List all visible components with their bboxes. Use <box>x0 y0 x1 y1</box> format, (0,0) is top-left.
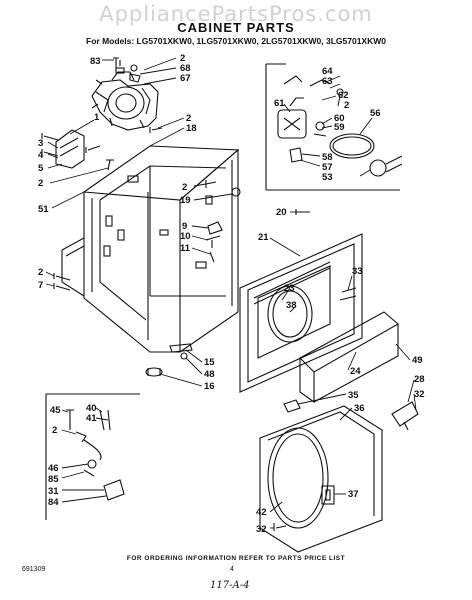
callout-labels: 83 2 68 67 2 18 1 3 4 5 2 51 2 19 64 63 … <box>38 53 425 535</box>
callout-15: 15 <box>204 357 215 368</box>
callout-83: 83 <box>90 56 101 67</box>
callout-23: 23 <box>284 283 295 294</box>
callout-84: 84 <box>48 497 59 508</box>
callout-19: 19 <box>180 195 191 206</box>
callout-61: 61 <box>274 98 285 109</box>
diagram-title: CABINET PARTS <box>177 20 295 35</box>
page-number: 4 <box>230 566 234 573</box>
callout-4: 4 <box>38 150 44 161</box>
callout-1: 1 <box>94 112 100 123</box>
callout-9: 9 <box>182 221 187 232</box>
callout-35: 35 <box>348 390 359 401</box>
callout-36: 36 <box>354 403 365 414</box>
callout-33: 33 <box>352 266 363 277</box>
callout-21: 21 <box>258 232 269 243</box>
front-panel-illustration <box>239 233 363 393</box>
cabinet-illustration <box>61 145 240 353</box>
callout-2: 2 <box>186 113 191 124</box>
motor-assembly-illustration <box>91 60 159 131</box>
callout-62: 62 <box>338 90 349 101</box>
callout-20: 20 <box>276 207 287 218</box>
model-list: For Models: LG5701XKW0, 1LG5701XKW0, 2LG… <box>86 36 386 46</box>
callout-37: 37 <box>348 489 359 500</box>
callout-2: 2 <box>180 53 185 64</box>
inset-frame <box>45 393 140 520</box>
door-illustration <box>259 399 383 553</box>
callout-58: 58 <box>322 152 333 163</box>
callout-2: 2 <box>38 267 43 278</box>
callout-41: 41 <box>86 413 97 424</box>
control-box-frame <box>265 63 403 191</box>
callout-18: 18 <box>186 123 197 134</box>
callout-68: 68 <box>180 63 191 74</box>
callout-67: 67 <box>180 73 191 84</box>
document-code: 691309 <box>22 566 46 573</box>
callout-5: 5 <box>38 163 44 174</box>
callout-42: 42 <box>256 507 267 518</box>
callout-57: 57 <box>322 162 333 173</box>
callout-38: 38 <box>286 300 297 311</box>
callout-40: 40 <box>86 403 97 414</box>
toe-panel-illustration <box>299 311 399 404</box>
callout-46: 46 <box>48 463 59 474</box>
ordering-info-note: FOR ORDERING INFORMATION REFER TO PARTS … <box>126 555 346 562</box>
callout-49: 49 <box>412 355 423 366</box>
callout-51: 51 <box>38 204 49 215</box>
callout-85: 85 <box>48 474 59 485</box>
callout-32: 32 <box>414 389 425 400</box>
callout-56: 56 <box>370 108 381 119</box>
callout-2: 2 <box>182 182 187 193</box>
callout-24: 24 <box>350 366 361 377</box>
callout-28: 28 <box>414 374 425 385</box>
callout-7: 7 <box>38 280 43 291</box>
callout-32: 32 <box>256 524 267 535</box>
callout-60: 60 <box>334 113 345 124</box>
callout-63: 63 <box>322 76 333 87</box>
callout-11: 11 <box>180 243 191 254</box>
callout-2: 2 <box>344 100 349 111</box>
callout-2: 2 <box>38 178 43 189</box>
watermark-text: AppliancePartsPros.com <box>99 2 373 26</box>
callout-53: 53 <box>322 172 333 183</box>
callout-10: 10 <box>180 231 191 242</box>
handwritten-note: 117-A-4 <box>210 580 250 591</box>
callout-31: 31 <box>48 486 59 497</box>
callout-16: 16 <box>204 381 215 392</box>
callout-45: 45 <box>50 405 61 416</box>
callout-59: 59 <box>334 122 345 133</box>
callout-48: 48 <box>204 369 215 380</box>
left-bracket-illustration <box>41 129 114 171</box>
callout-3: 3 <box>38 138 43 149</box>
callout-2: 2 <box>52 425 57 436</box>
callout-64: 64 <box>322 66 333 77</box>
